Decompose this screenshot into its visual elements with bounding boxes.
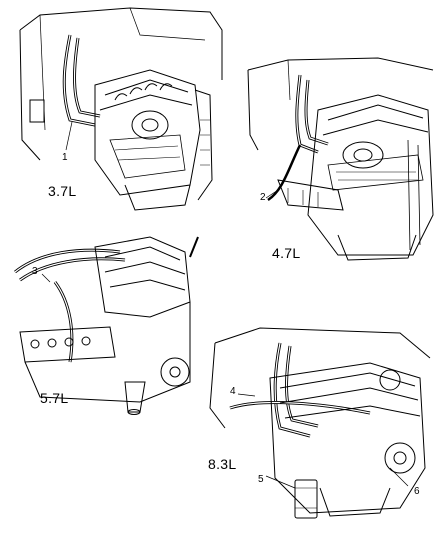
callout-5: 5	[258, 474, 264, 485]
callout-4: 4	[230, 386, 236, 397]
engine-47-label: 4.7L	[272, 245, 301, 261]
engine-37-illustration	[19, 7, 223, 211]
engine-83-panel: 4 5 6 8.3L	[200, 318, 438, 533]
callout-2: 2	[260, 192, 266, 203]
engine-83-illustration	[209, 327, 431, 519]
callout-1: 1	[62, 152, 68, 163]
callout-6: 6	[414, 486, 420, 497]
engine-47-illustration	[247, 57, 434, 261]
engine-47-panel: 2 4.7L	[228, 40, 438, 270]
engine-37-panel: 1 3.7L	[0, 0, 225, 225]
engine-83-label: 8.3L	[208, 456, 237, 472]
engine-57-label: 5.7L	[40, 390, 69, 406]
callout-3: 3	[32, 266, 38, 277]
engine-57-panel: 3 5.7L	[0, 232, 215, 432]
engine-37-label: 3.7L	[48, 183, 77, 199]
engine-57-illustration	[14, 236, 199, 415]
